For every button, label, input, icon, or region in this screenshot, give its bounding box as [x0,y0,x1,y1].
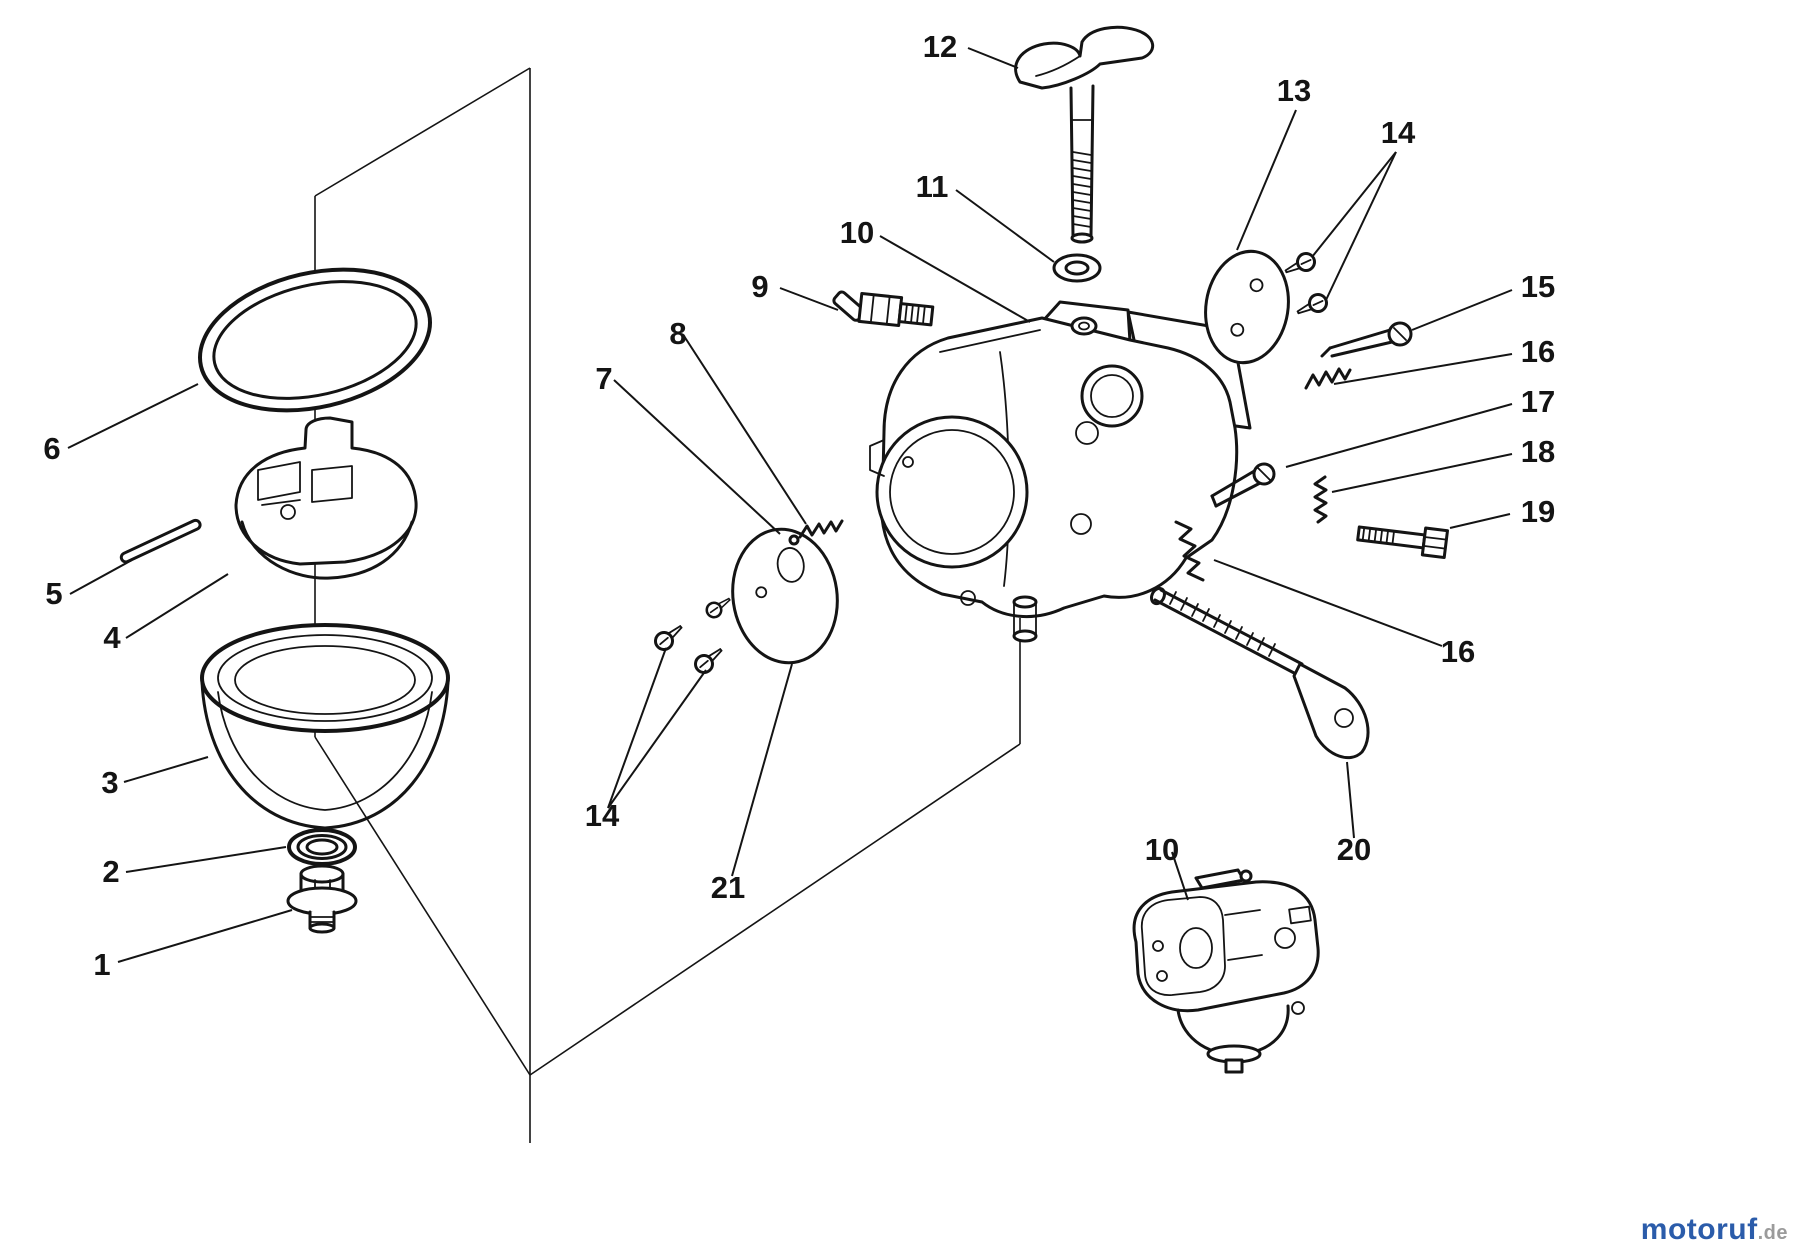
callout-14-right: 14 [1381,115,1416,150]
callout-10-second: 10 [1145,832,1179,867]
callout-9: 9 [751,269,768,304]
part-5-pin [119,518,202,564]
callout-14-left: 14 [585,798,620,833]
callout-19: 19 [1521,494,1555,529]
part-17-needle [1210,462,1276,508]
callout-6: 6 [43,431,60,466]
callout-10: 10 [840,215,874,250]
boundary-lines [314,67,1021,1143]
watermark-brand-text: motoruf [1640,1213,1758,1246]
callout-labels: 12 11 10 9 13 14 15 16 17 18 19 16 20 10… [43,29,1555,982]
part-4-float-assembly [234,416,418,580]
callout-18: 18 [1521,434,1555,469]
callout-2: 2 [102,854,119,889]
part-9-inlet-fitting [832,290,935,328]
part-12-throttle-shaft [1014,25,1154,244]
part-16-spring [1304,367,1352,390]
part-10-carburetor-small [1132,868,1320,1074]
callout-21: 21 [711,870,745,905]
part-14-screw [1296,293,1328,315]
motoruf-watermark: motoruf.de [1641,1213,1788,1247]
callout-7: 7 [595,361,612,396]
callout-16: 16 [1521,334,1555,369]
part-19-bolt [1356,525,1449,560]
part-18-spring [1313,475,1328,524]
callout-4: 4 [103,620,121,655]
callout-13: 13 [1277,73,1311,108]
leader-lines [67,47,1513,963]
callout-3: 3 [101,765,118,800]
part-16-spring-second [1174,520,1205,582]
part-14-screw [694,648,723,674]
callout-17: 17 [1521,384,1555,419]
callout-12: 12 [923,29,957,64]
part-3-float-bowl [200,623,450,830]
callout-15: 15 [1521,269,1555,304]
part-20-throttle-link [1150,586,1370,759]
watermark-tld-text: .de [1757,1222,1788,1244]
callout-16-second: 16 [1441,634,1475,669]
callout-5: 5 [45,576,62,611]
part-14-screw [654,625,683,651]
part-11-washer [1052,253,1102,283]
part-13-gasket [1204,249,1290,365]
part-8-spring [788,519,844,546]
part-15-idle-needle [1320,321,1413,358]
callout-20: 20 [1337,832,1371,867]
part-21-diaphragm-plate [731,527,839,665]
callout-8: 8 [669,316,686,351]
part-1-bowl-nut [286,864,358,934]
part-2-gasket-washer [287,828,357,866]
part-14-screw [1284,252,1316,274]
part-10-carburetor-body [869,300,1252,643]
callout-1: 1 [93,947,110,982]
callout-11: 11 [916,169,949,204]
part-6-o-ring [198,267,432,413]
part-14-screw [705,597,731,619]
